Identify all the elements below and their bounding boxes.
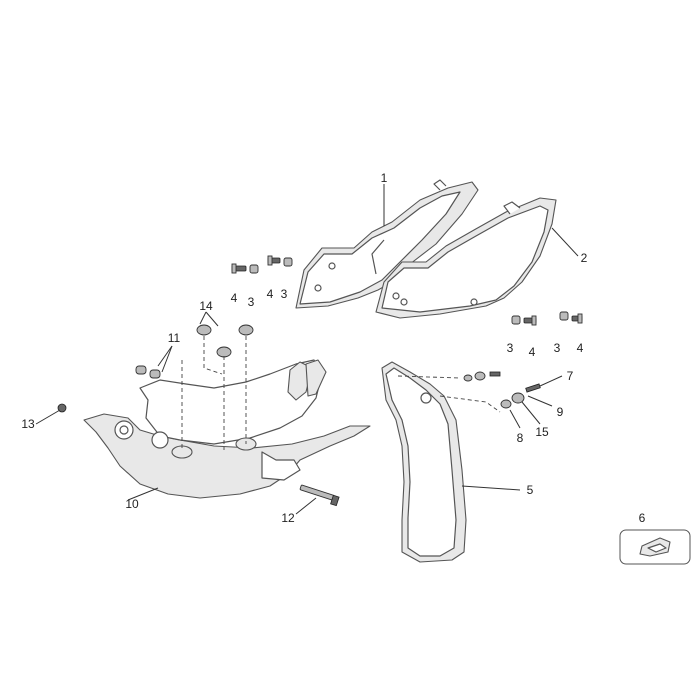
skid-plate-rubber-mounts (196, 324, 254, 358)
flap-hardware-upper (463, 371, 501, 382)
panel-washer-right-a (511, 315, 521, 325)
callout-4c: 4 (529, 345, 536, 359)
panel-washer-left-a (249, 264, 259, 274)
callout-4a: 4 (231, 291, 238, 305)
callout-leaders (35, 184, 579, 515)
mud-flap (381, 361, 467, 563)
panel-bolt-right-b (571, 313, 583, 324)
callout-6: 6 (639, 511, 646, 525)
callout-12: 12 (281, 511, 295, 525)
callout-3a: 3 (248, 295, 255, 309)
callout-7: 7 (567, 369, 574, 383)
callout-13: 13 (21, 417, 35, 431)
panel-washer-right-b (559, 311, 569, 321)
panel-washer-left-b (283, 257, 293, 267)
callout-5: 5 (527, 483, 534, 497)
panel-bolt-right-a (523, 315, 537, 326)
skid-plate (83, 359, 371, 499)
skid-plate-long-bolt (299, 484, 340, 507)
callout-8: 8 (517, 431, 524, 445)
callout-4d: 4 (577, 341, 584, 355)
flap-hardware-lower (500, 383, 541, 409)
callout-3b: 3 (281, 287, 288, 301)
callout-4b: 4 (267, 287, 274, 301)
callout-3c: 3 (507, 341, 514, 355)
inset-clip-detail (619, 529, 691, 565)
callout-labels: 1 2 3 3 3 3 4 4 4 4 5 6 7 8 9 10 11 12 1… (21, 171, 645, 525)
panel-bolt-left-a (231, 263, 247, 274)
callout-11: 11 (168, 331, 181, 345)
right-side-panel (375, 197, 557, 319)
skid-plate-bushings (135, 365, 161, 379)
assembly-lines (181, 336, 501, 450)
callout-14: 14 (199, 299, 213, 313)
callout-10: 10 (125, 497, 139, 511)
left-side-panel (295, 179, 479, 309)
callout-3d: 3 (554, 341, 561, 355)
callout-1: 1 (381, 171, 388, 185)
callout-9: 9 (557, 405, 564, 419)
callout-2: 2 (581, 251, 588, 265)
callout-15: 15 (535, 425, 549, 439)
panel-bolt-left-b (267, 255, 281, 266)
